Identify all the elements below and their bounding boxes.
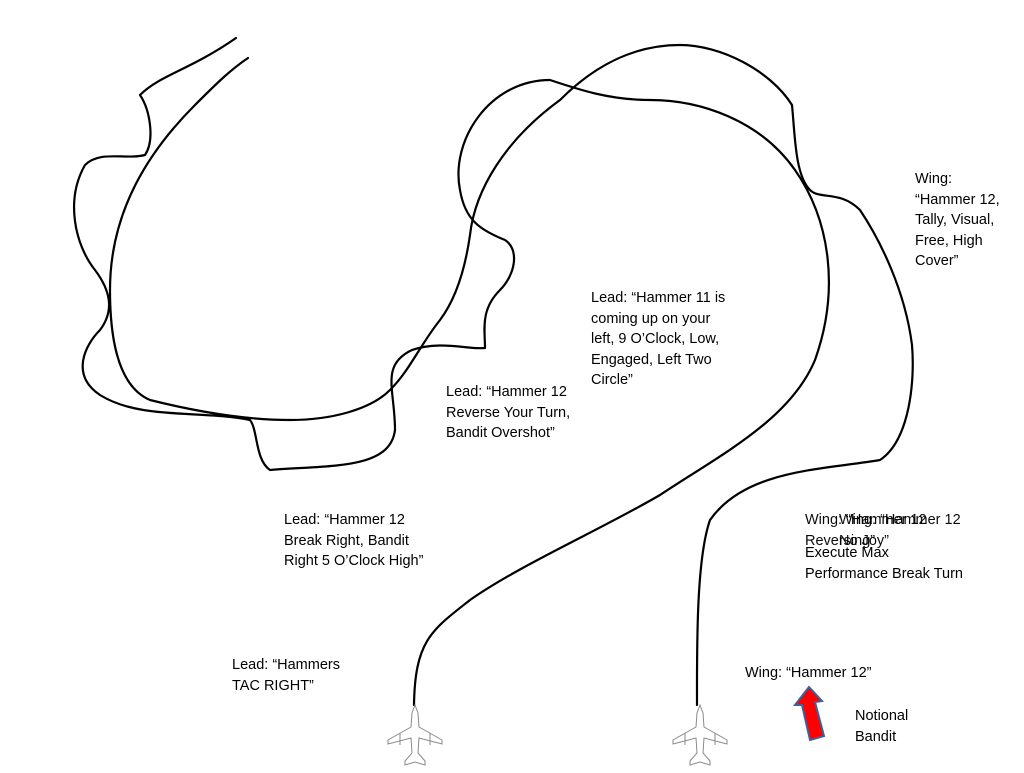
lead-engaged-label: Lead: “Hammer 11 is coming up on your le…	[591, 290, 726, 388]
bandit-arrow-icon	[792, 685, 826, 742]
lead-tac-right-label: Lead: “Hammers TAC RIGHT”	[232, 657, 340, 694]
wing-hammer12-label: Wing: “Hammer 12”	[745, 665, 872, 681]
lead-reverse-label: Lead: “Hammer 12 Reverse Your Turn, Band…	[446, 384, 571, 441]
wing-jet-aircraft-icon	[672, 703, 728, 766]
wing-reversing-label: Wing: “Hammer 12 Reversing”	[805, 512, 927, 549]
wing-tally-label: Wing: “Hammer 12, Tally, Visual, Free, H…	[915, 171, 1000, 269]
lead-jet-aircraft-icon	[387, 703, 443, 766]
lead-break-right-label: Lead: “Hammer 12 Break Right, Bandit Rig…	[284, 512, 424, 569]
wing-no-joy-label: Wing: “Hammer 12 No Joy”	[839, 512, 961, 549]
wing-flight-path	[108, 43, 914, 707]
execute-break-label: Execute Max Performance Break Turn	[805, 545, 963, 582]
notional-bandit-label: Notional Bandit	[855, 708, 909, 745]
lead-flight-path	[73, 36, 830, 707]
